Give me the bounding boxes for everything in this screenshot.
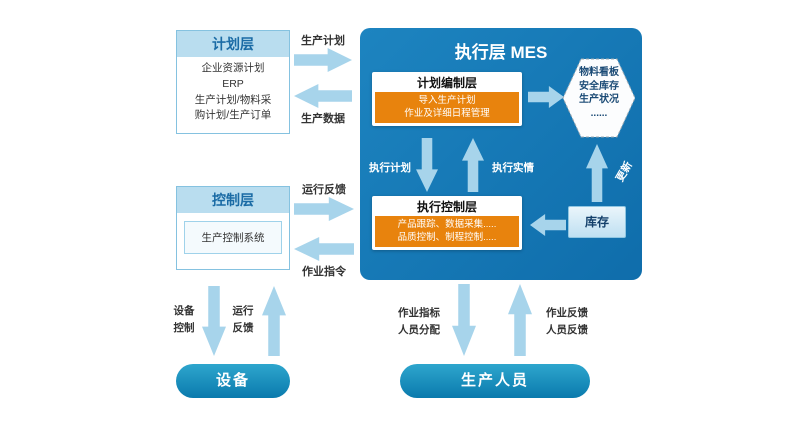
- staff-feedback-label: 作业反馈 人员反馈: [546, 307, 588, 336]
- staff-terminal: 生产人员: [400, 364, 590, 398]
- mes-execution-layer: 执行层 MES 计划编制层 导入生产计划 作业及详细日程管理 物料看板 安全库存…: [360, 28, 642, 280]
- production-plan-arrow: [294, 48, 352, 72]
- exec-plan-arrow: [416, 138, 438, 192]
- kanban-text: 物料看板 安全库存 生产状况 ......: [579, 67, 619, 119]
- exec-control-detail: 产品跟踪、数据采集..... 品质控制、制程控制.....: [375, 216, 519, 247]
- plan-to-kanban-arrow: [528, 86, 564, 108]
- staff-feedback-arrow: [508, 284, 532, 356]
- staff-assign-label: 作业指标 人员分配: [398, 307, 440, 336]
- exec-actual-label: 执行实情: [492, 162, 534, 174]
- mes-title: 执行层 MES: [454, 43, 548, 62]
- run-feedback-label: 运行反馈: [302, 184, 346, 196]
- exec-control-title: 执行控制层: [416, 200, 477, 214]
- exec-control-box: 执行控制层 产品跟踪、数据采集..... 品质控制、制程控制.....: [372, 196, 522, 250]
- production-data-arrow: [294, 84, 352, 108]
- inventory-update-arrow: [586, 144, 608, 202]
- exec-actual-arrow: [462, 138, 484, 192]
- device-feedback-arrow: [262, 286, 286, 356]
- control-layer-body: 生产控制系统: [184, 221, 282, 254]
- job-command-label: 作业指令: [302, 266, 346, 278]
- planning-layer-body: 企业资源计划 ERP 生产计划/物料采 购计划/生产订单: [194, 62, 272, 122]
- update-label: 更新: [613, 159, 635, 184]
- planning-layer-box: 计划层 企业资源计划 ERP 生产计划/物料采 购计划/生产订单: [176, 30, 290, 134]
- device-feedback-label: 运行 反馈: [232, 305, 254, 334]
- planning-layer-title: 计划层: [177, 31, 289, 57]
- hexagon-shape: [562, 58, 636, 138]
- device-control-label: 设备 控制: [173, 305, 195, 334]
- exec-plan-label: 执行计划: [369, 162, 411, 174]
- control-layer-title: 控制层: [177, 187, 289, 213]
- plan-compilation-detail: 导入生产计划 作业及详细日程管理: [375, 92, 519, 123]
- control-layer-box: 控制层 生产控制系统: [176, 186, 290, 270]
- job-command-arrow: [294, 237, 354, 261]
- production-plan-label: 生产计划: [301, 35, 345, 47]
- plan-compilation-title: 计划编制层: [416, 76, 477, 90]
- plan-compilation-box: 计划编制层 导入生产计划 作业及详细日程管理: [372, 72, 522, 126]
- kanban-hexagon: 物料看板 安全库存 生产状况 ......: [562, 58, 636, 138]
- production-data-label: 生产数据: [301, 113, 345, 125]
- device-terminal: 设备: [176, 364, 290, 398]
- staff-assign-arrow: [452, 284, 476, 356]
- inventory-to-exec-arrow: [530, 214, 566, 236]
- inventory-box: 库存: [568, 206, 626, 238]
- device-control-arrow: [202, 286, 226, 356]
- run-feedback-arrow: [294, 197, 354, 221]
